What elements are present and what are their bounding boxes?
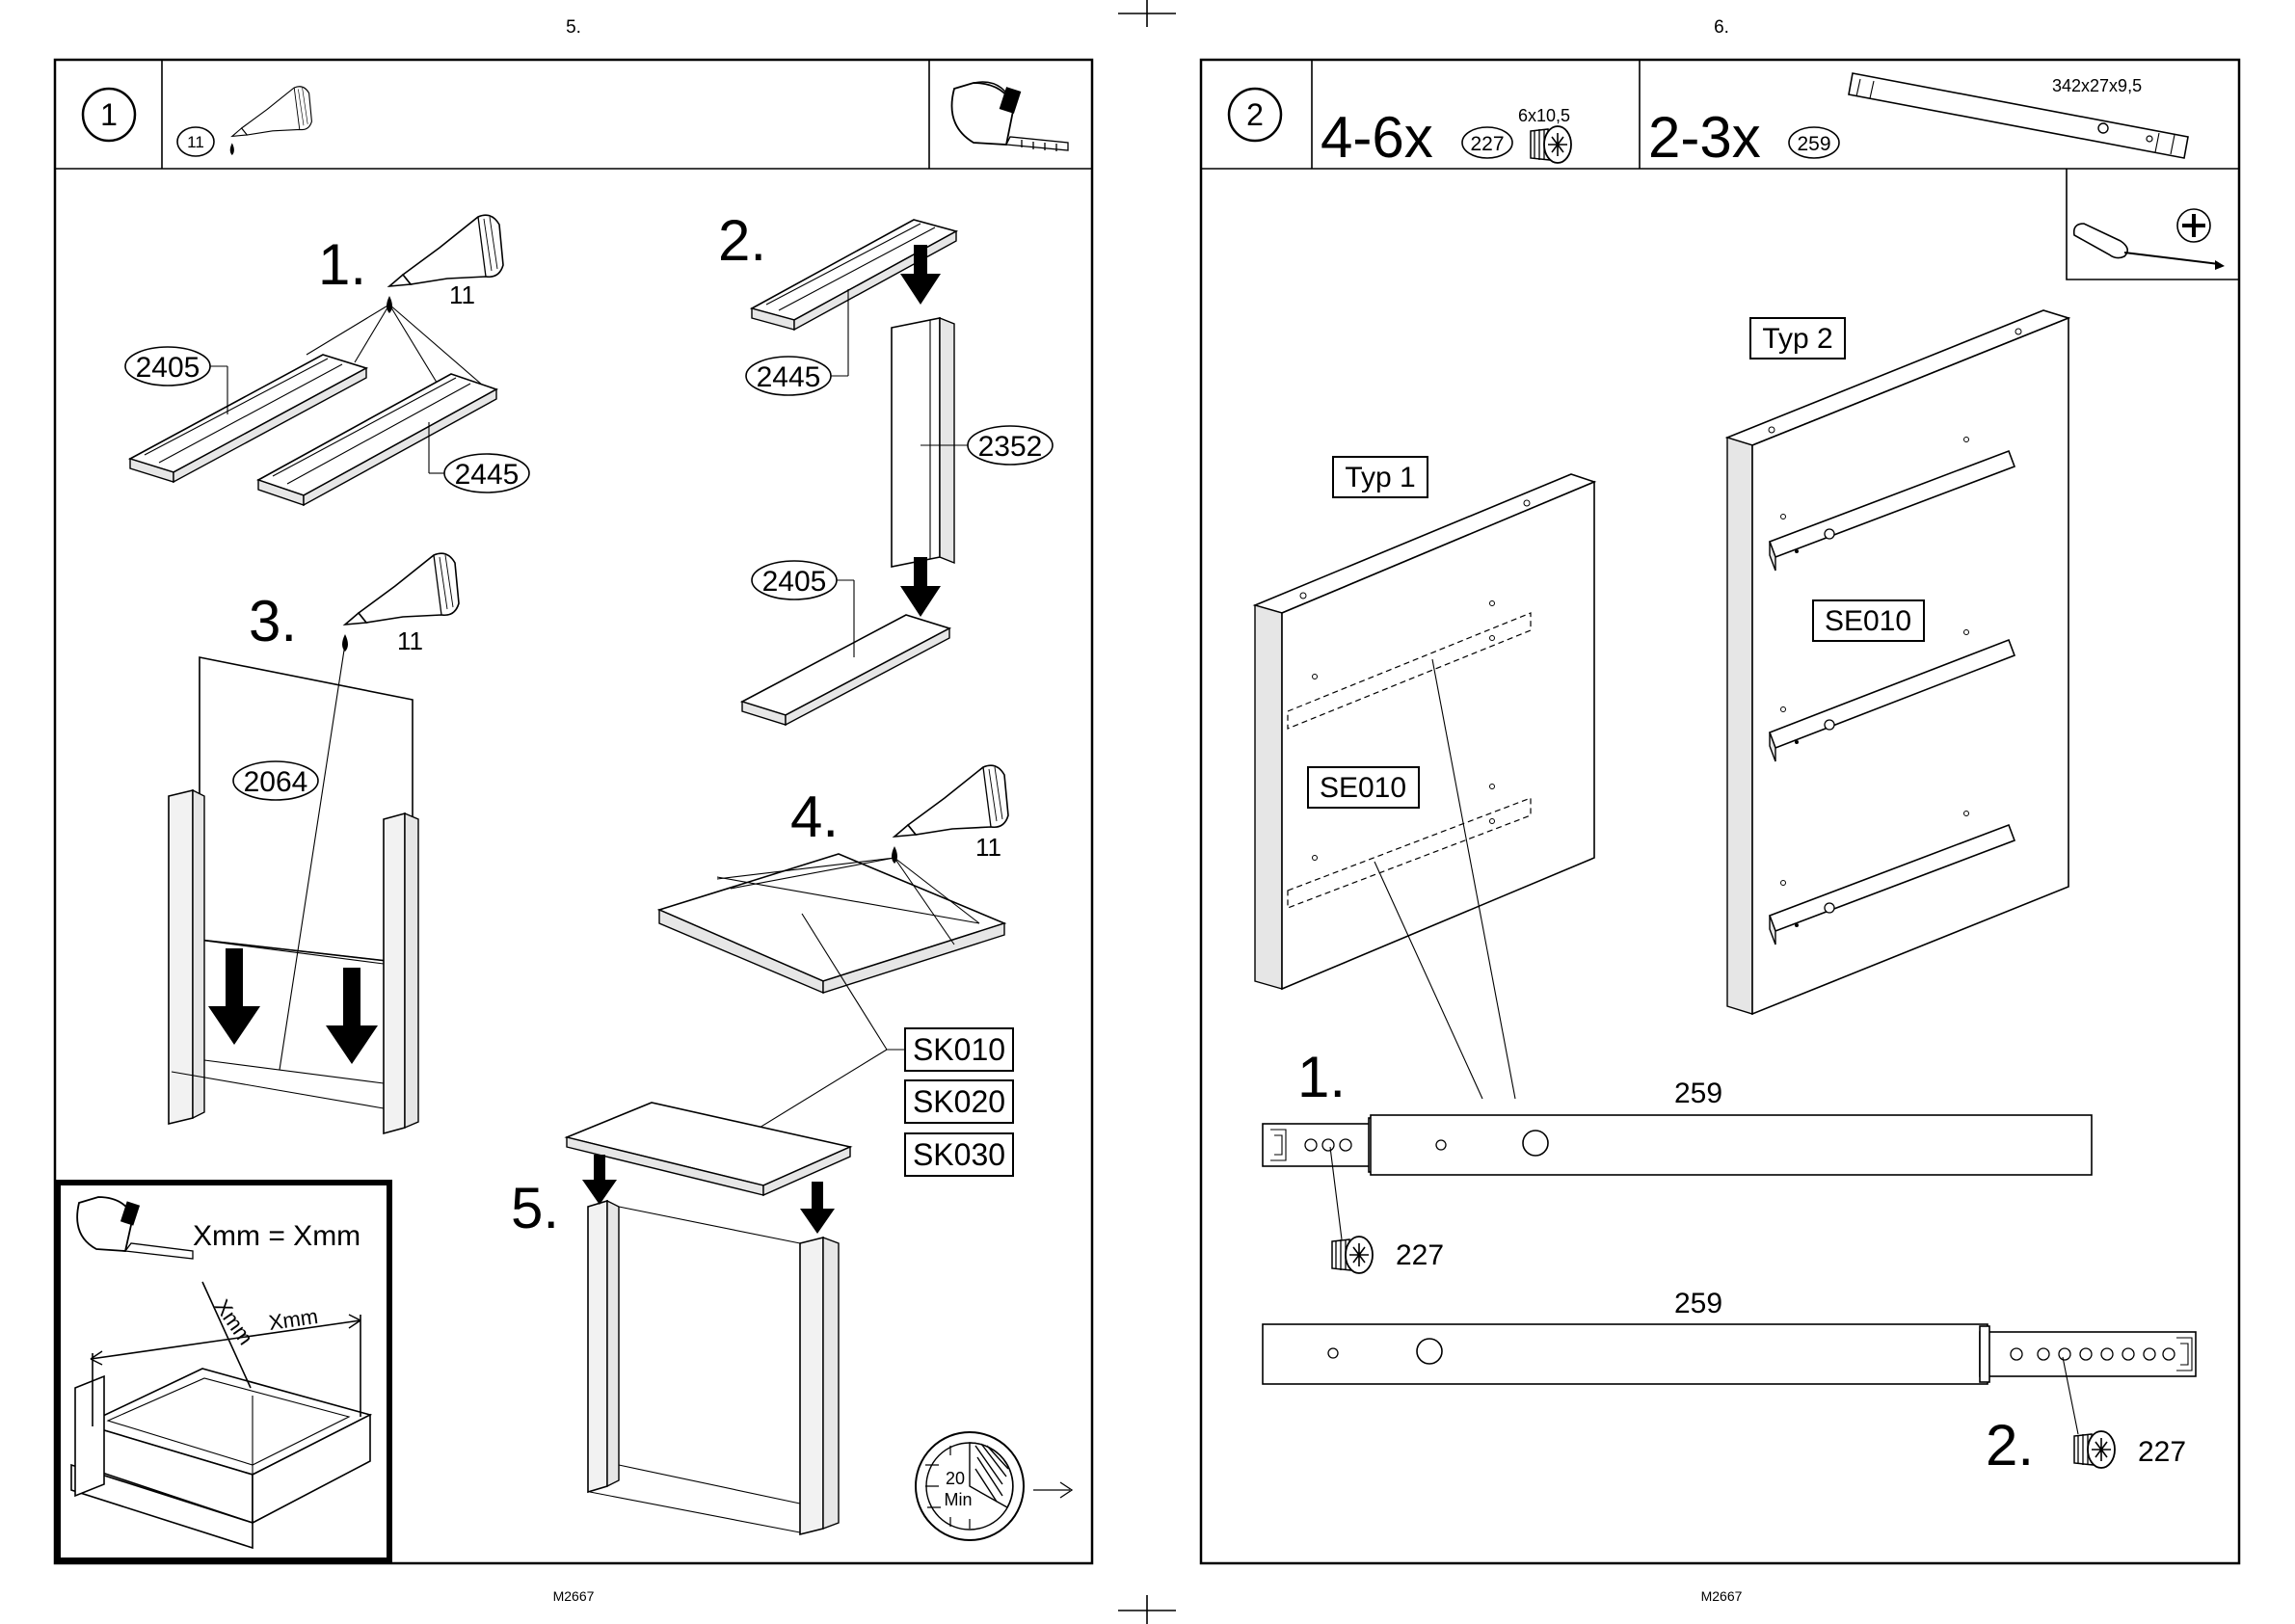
screw-qty: 4-6x [1321,105,1433,170]
rail-detail-1: 1. 259 227 [1263,1045,2092,1273]
detail-1-screw: 227 [1396,1239,1444,1271]
timer-unit: Min [944,1490,972,1509]
timer-icon: 20 Min [916,1432,1072,1540]
screw-icon [2074,1431,2115,1468]
substep-1-part-a: 2405 [136,352,200,384]
substep-4: 4. 11 [659,765,1008,993]
measure-inset: Xmm = Xmm Xmm Xmm [58,1183,389,1560]
rail-size: 342x27x9,5 [2052,76,2142,95]
rail-part: 259 [1797,133,1830,155]
rail-detail-2: 259 2. 227 [1263,1288,2196,1478]
detail-2-rail: 259 [1674,1288,1722,1319]
panel-2352 [892,318,940,567]
header-glue-icon: 11 [177,87,311,156]
side-panel-typ2: Typ 2 [1727,310,2068,1014]
part-code-sk010: SK010 [913,1032,1005,1067]
detail-2-label: 2. [1986,1413,2034,1478]
measuring-tape-icon [952,82,1069,151]
crop-marks [1118,0,1176,1624]
arrow-down [900,557,941,617]
rail-259 [1263,1324,1988,1384]
substep-2: 2. 2445 2352 2405 [718,208,1053,725]
substep-1-label: 1. [318,232,366,297]
substep-3-label: 3. [249,589,297,653]
substep-4-glue: 11 [975,833,1001,862]
arrow-down [800,1182,835,1234]
screw-icon [1531,126,1571,163]
typ2-se-label: SE010 [1825,605,1911,637]
arrow-down [326,968,378,1064]
arrow-down [208,948,260,1045]
inset-equation: Xmm = Xmm [193,1220,360,1252]
page-5: 5. M2667 1 11 1. 11 [55,17,1092,1604]
substep-3: 3. 11 2064 [169,553,459,1133]
substep-2-part-b: 2352 [978,431,1043,463]
detail-2-screw: 227 [2138,1436,2186,1468]
header-glue-part: 11 [187,133,204,151]
footer-code: M2667 [1701,1588,1743,1604]
screw-part: 227 [1470,133,1504,155]
substep-2-part-a: 2445 [757,361,821,393]
typ1-se-label: SE010 [1320,772,1406,804]
rail-qty: 2-3x [1648,105,1761,170]
step-number: 2 [1246,97,1264,132]
part-code-sk030: SK030 [913,1137,1005,1172]
substep-4-label: 4. [790,785,839,849]
substep-5-label: 5. [511,1176,559,1240]
typ1-label: Typ 1 [1345,462,1415,493]
substep-3-part: 2064 [244,766,308,798]
back-panel-2064 [200,657,413,964]
page-6: 6. M2667 2 4-6x 227 6x10,5 2-3x 259 342x… [1201,17,2239,1604]
step-number: 1 [100,97,118,132]
page-number: 6. [1714,17,1729,38]
typ2-label: Typ 2 [1762,323,1832,355]
side-panel-typ1: Typ 1 SE010 [1255,457,1594,1099]
arrow-down [582,1155,617,1205]
screwdriver-icon [2074,209,2225,270]
timer-value: 20 [946,1469,965,1488]
substep-3-glue: 11 [397,626,423,655]
substep-5: 5. [511,1103,850,1534]
page-number: 5. [566,17,581,38]
screw-size: 6x10,5 [1518,106,1570,125]
detail-1-label: 1. [1297,1045,1346,1109]
substep-1-part-b: 2445 [455,459,520,491]
substep-1: 1. 11 2405 2445 [125,215,529,505]
substep-2-part-c: 2405 [762,566,827,598]
part-code-sk020: SK020 [913,1084,1005,1119]
rail-259 [1371,1115,2092,1175]
screw-icon [1332,1237,1373,1273]
detail-1-rail: 259 [1674,1078,1722,1109]
substep-1-glue: 11 [449,280,475,309]
substep-2-label: 2. [718,208,766,273]
footer-code: M2667 [553,1588,595,1604]
